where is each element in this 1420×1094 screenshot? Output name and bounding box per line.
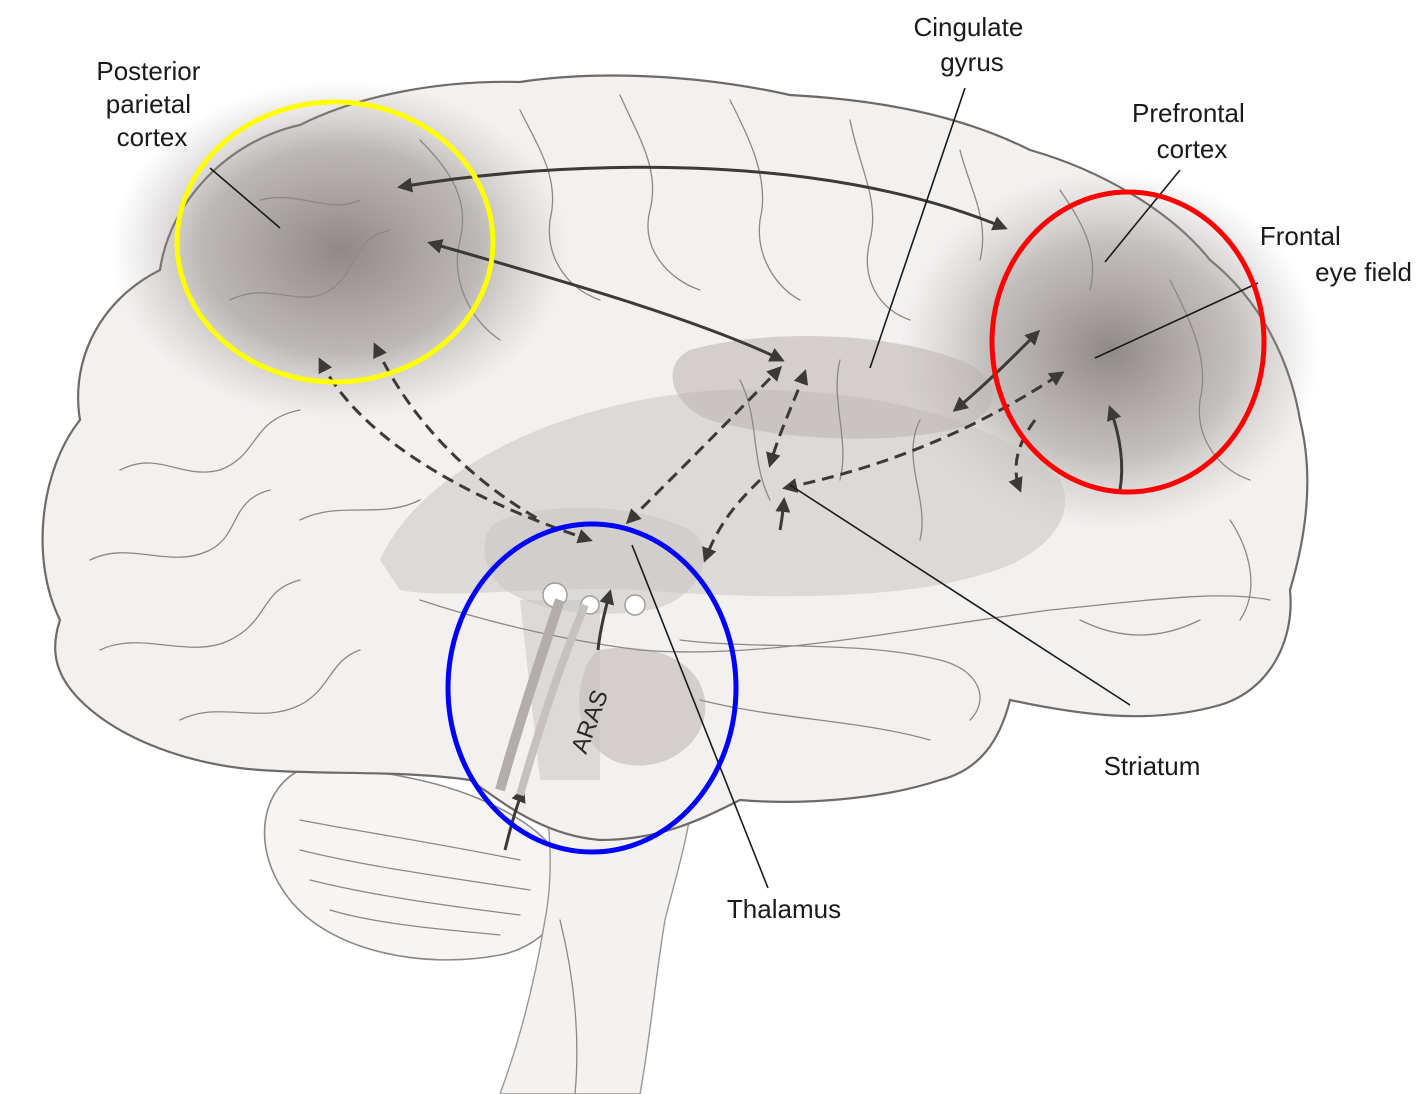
label-cingulate-gyrus: Cingulate gyrus [913, 12, 1030, 77]
label-prefrontal-cortex: Prefrontal cortex [1132, 98, 1252, 164]
label-striatum: Striatum [1104, 751, 1201, 781]
label-thalamus: Thalamus [727, 894, 841, 924]
